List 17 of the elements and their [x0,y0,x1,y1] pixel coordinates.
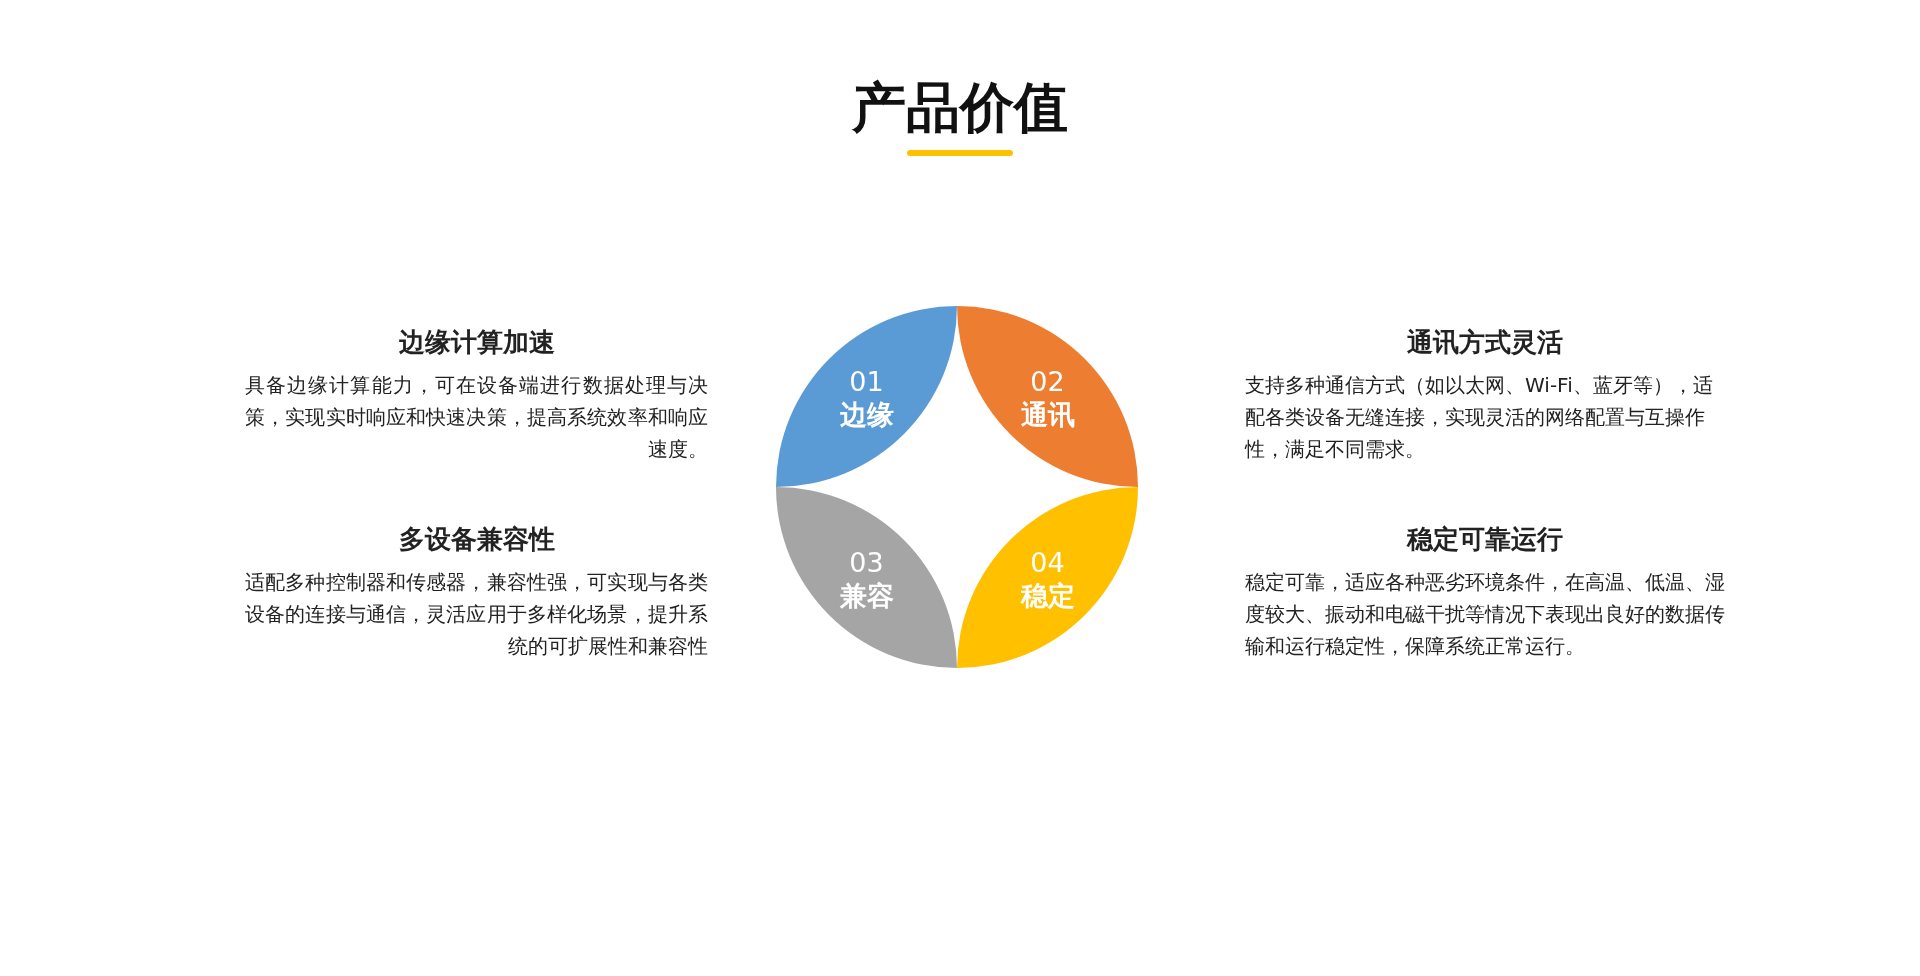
feature-description: 支持多种通信方式（如以太网、Wi-Fi、蓝牙等），适配各类设备无缝连接，实现灵活的网络配置与互操作性，满足不同需求。 [1245,372,1714,463]
feature-description: 具备边缘计算能力，可在设备端进行数据处理与决策，实现实时响应和快速决策，提高系统效率和响应速度。 [245,372,708,463]
feature-description: 适配多种控制器和传感器，兼容性强，可实现与各类设备的连接与通信，灵活应用于多样化场景，提升系统的可扩展性和兼容性 [245,569,708,660]
petal-label: 稳定 [1020,579,1075,613]
step-number: 03 [849,547,884,579]
petal-label: 兼容 [839,579,894,613]
feature-heading: 多设备兼容性 [398,523,555,556]
feature-heading: 稳定可靠运行 [1407,523,1563,556]
feature-heading: 边缘计算加速 [398,326,555,359]
step-number: 04 [1030,547,1065,579]
feature-description: 稳定可靠，适应各种恶劣环境条件，在高温、低温、湿度较大、振动和电磁干扰等情况下表现出良好的数据传输和运行稳定性，保障系统正常运行。 [1245,569,1725,660]
step-number: 01 [849,366,884,398]
feature-heading: 通讯方式灵活 [1407,326,1563,359]
step-number: 02 [1030,366,1065,398]
page-title: 产品价值 [852,75,1068,141]
petal-label: 通讯 [1020,398,1075,432]
petal-label: 边缘 [839,398,894,432]
